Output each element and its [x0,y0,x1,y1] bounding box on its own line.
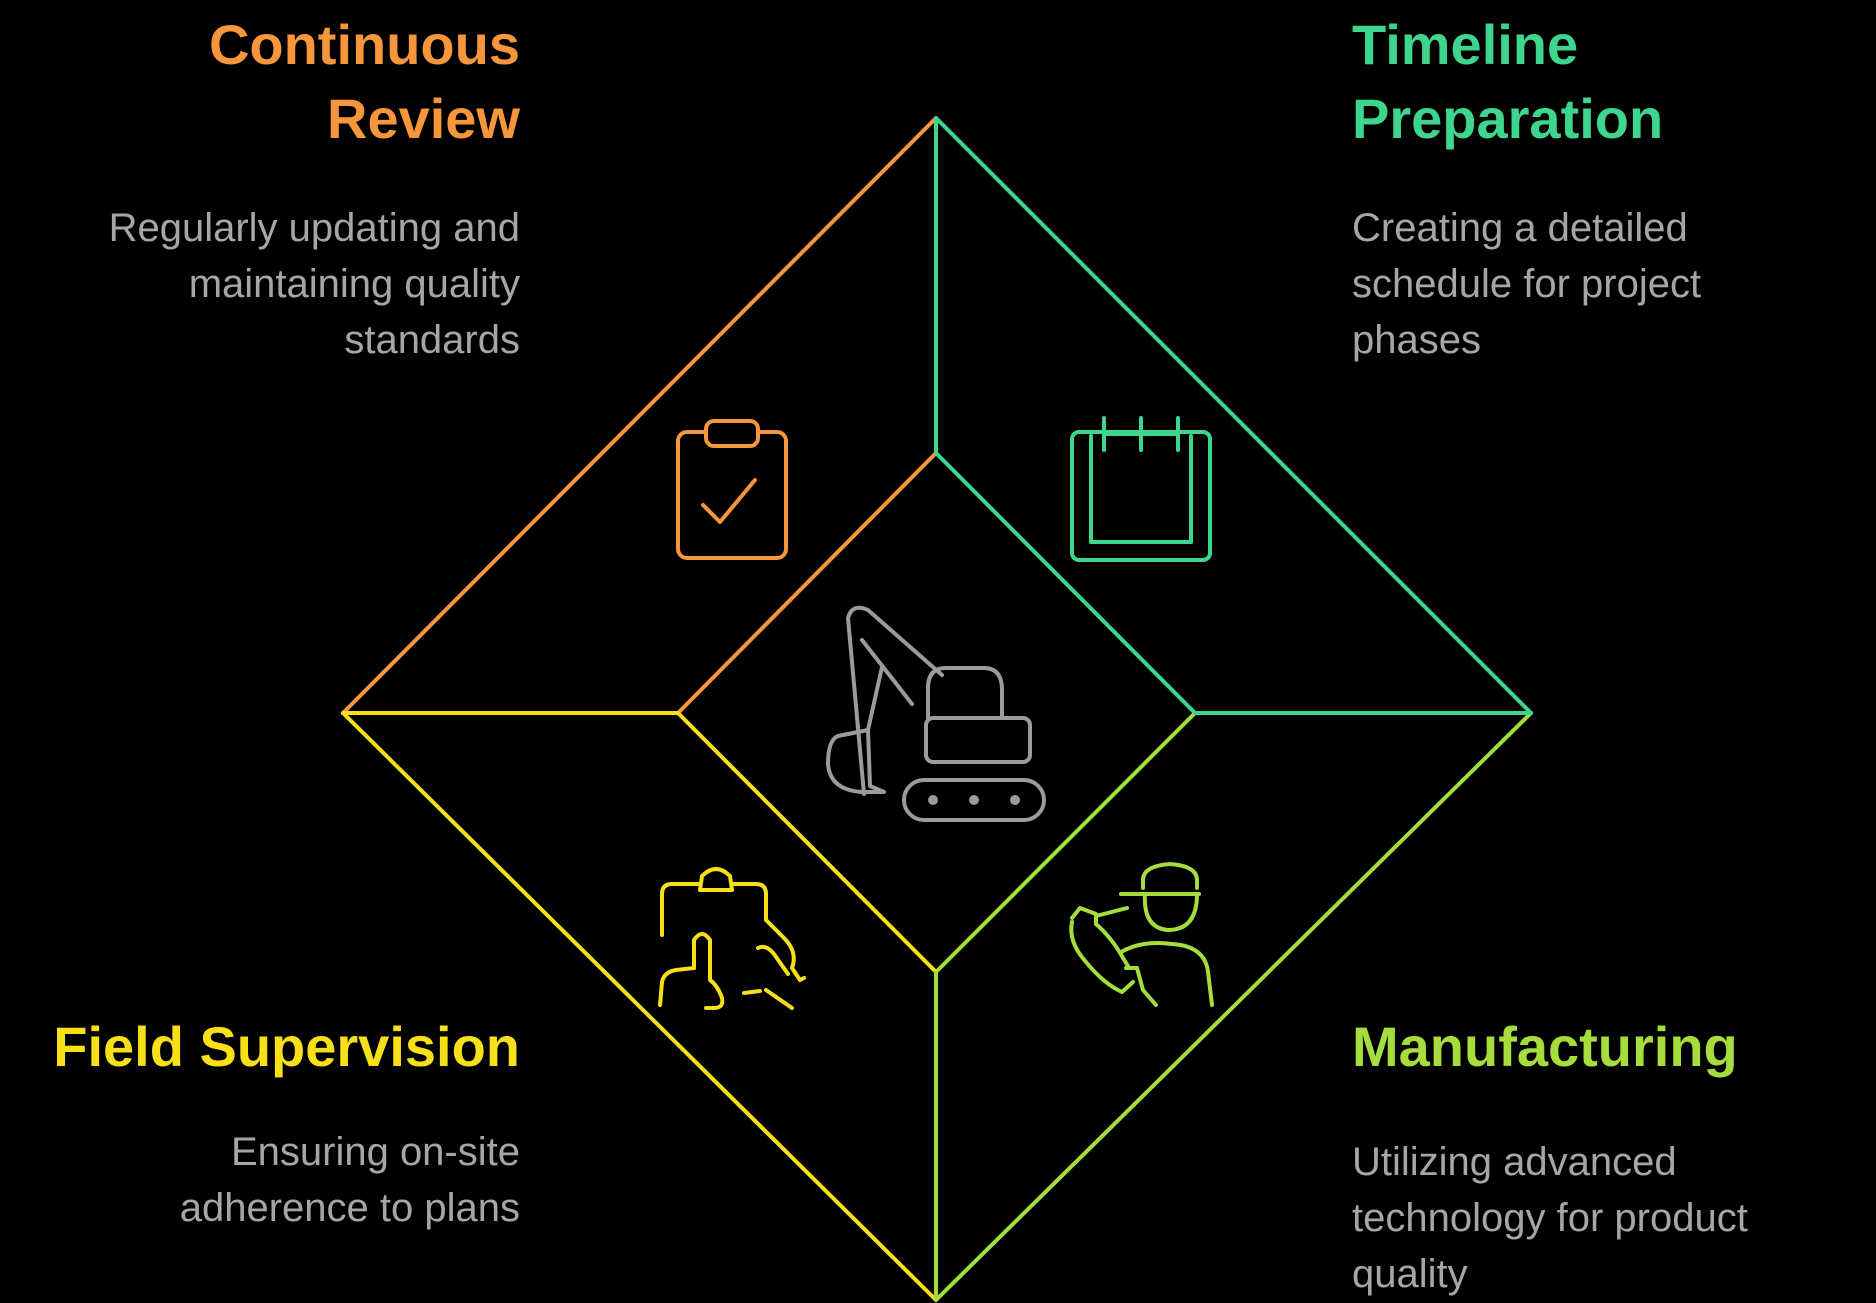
manufacturing-title: Manufacturing [1352,1010,1872,1084]
title-line: Review [327,87,520,150]
title-line: Timeline [1352,13,1579,76]
quadrant-continuous-review: Continuous Review Regularly updating and… [0,8,520,368]
desc-line: schedule for project [1352,262,1702,306]
spokes [341,116,1533,1302]
clipboard-check-icon [676,419,788,560]
desc-line: Creating a detailed [1352,206,1688,250]
timeline-preparation-title: Timeline Preparation [1352,8,1872,156]
title-line: Manufacturing [1352,1015,1738,1078]
outer-diamond [341,116,1533,1302]
desc-line: quality [1352,1252,1468,1296]
hand-clipboard-icon [658,867,806,1010]
continuous-review-title: Continuous Review [0,8,520,156]
outer-edge-bottom-right [934,711,1533,1302]
inner-edge-top-left [676,451,938,715]
desc-line: technology for product [1352,1196,1748,1240]
desc-line: Utilizing advanced [1352,1140,1677,1184]
worker-icon [1069,862,1214,1007]
excavator-icon [826,605,1046,822]
outer-edge-bottom-left [341,711,938,1302]
quadrant-manufacturing: Manufacturing Utilizing advanced technol… [1352,1010,1872,1302]
desc-line: maintaining quality [188,262,520,306]
field-supervision-title: Field Supervision [0,1010,520,1084]
title-line: Continuous [208,13,520,76]
quadrant-field-supervision: Field Supervision Ensuring on-site adher… [0,1010,520,1236]
inner-edge-top-right [934,451,1197,715]
quadrant-timeline-preparation: Timeline Preparation Creating a detailed… [1352,8,1872,368]
outer-edge-top-right [934,116,1533,715]
inner-edge-bottom-left [676,711,938,974]
desc-line: Regularly updating and [108,206,520,250]
title-line: Preparation [1352,87,1664,150]
timeline-preparation-description: Creating a detailed schedule for project… [1352,200,1872,368]
title-line: Field Supervision [53,1015,520,1078]
outer-edge-top-left [341,116,938,715]
inner-diamond [676,451,1197,974]
inner-edge-bottom-right [934,711,1197,974]
calendar-icon [1070,416,1212,562]
desc-line: phases [1352,318,1481,362]
manufacturing-description: Utilizing advanced technology for produc… [1352,1134,1872,1302]
desc-line: Ensuring on-site [230,1130,520,1174]
continuous-review-description: Regularly updating and maintaining quali… [0,200,520,368]
desc-line: adherence to plans [179,1186,520,1230]
desc-line: standards [344,318,520,362]
field-supervision-description: Ensuring on-site adherence to plans [0,1124,520,1236]
